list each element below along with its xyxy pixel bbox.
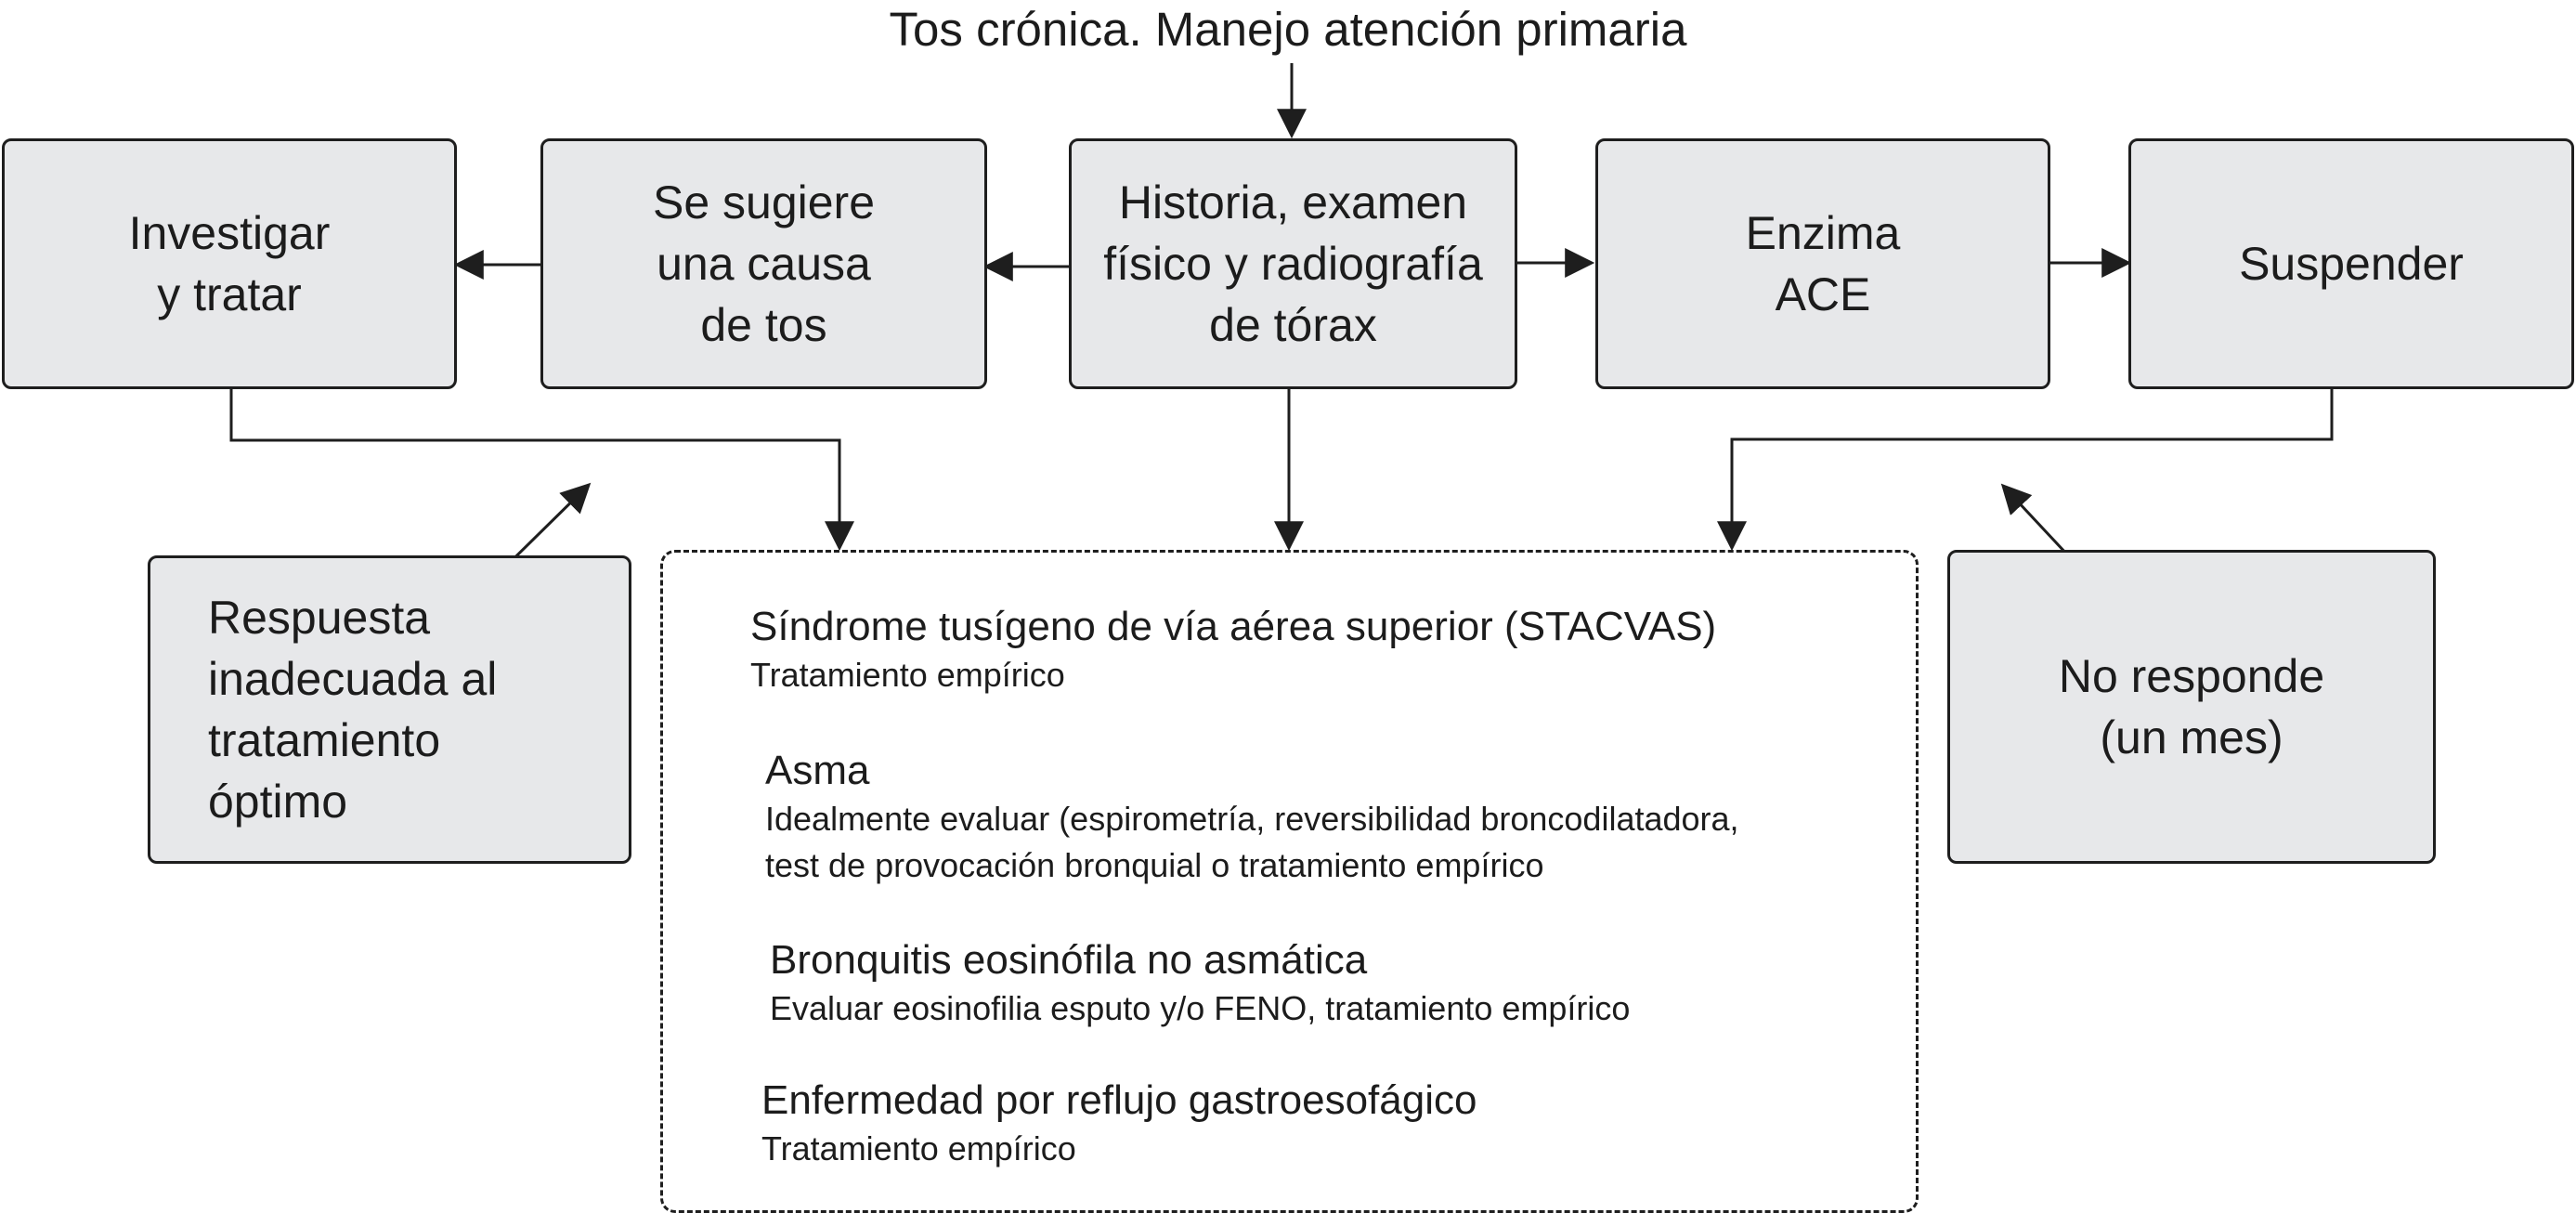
diagnosis-stacvas: Síndrome tusígeno de vía aérea superior …: [750, 602, 1716, 698]
arrow-suspender-to-diagnoses: [1717, 389, 2334, 552]
diagnoses-panel: [660, 550, 1919, 1213]
no-responde-label: No responde (un mes): [2058, 650, 2325, 763]
diagnosis-title: Asma: [765, 748, 870, 793]
respuesta-box: Respuesta inadecuada al tratamiento ópti…: [148, 555, 631, 864]
enzima-box: Enzima ACE: [1595, 138, 2050, 389]
diagram-title: Tos crónica. Manejo atención primaria: [889, 2, 1687, 56]
no-responde-box: No responde (un mes): [1947, 550, 2436, 864]
investigar-box: Investigar y tratar: [2, 138, 457, 389]
investigar-label: Investigar y tratar: [128, 207, 331, 320]
diagnosis-detail: Idealmente evaluar (espirometría, revers…: [765, 800, 1739, 884]
respuesta-label: Respuesta inadecuada al tratamiento ópti…: [208, 592, 498, 828]
suspender-label: Suspender: [2239, 238, 2464, 290]
historia-label: Historia, examen físico y radiografía de…: [1103, 176, 1483, 351]
causa-box: Se sugiere una causa de tos: [540, 138, 987, 389]
diagnosis-title: Bronquitis eosinófila no asmática: [770, 937, 1368, 983]
diagnosis-asma: Asma Idealmente evaluar (espirometría, r…: [765, 746, 1739, 889]
diagnosis-title: Enfermedad por reflujo gastroesofágico: [761, 1077, 1477, 1123]
diagnosis-reflujo: Enfermedad por reflujo gastroesofágico T…: [761, 1076, 1477, 1172]
enzima-label: Enzima ACE: [1745, 207, 1901, 320]
suspender-box: Suspender: [2128, 138, 2574, 389]
causa-label: Se sugiere una causa de tos: [652, 176, 876, 351]
diagnosis-detail: Tratamiento empírico: [750, 656, 1065, 694]
diagnosis-detail: Tratamiento empírico: [761, 1129, 1076, 1167]
diagnosis-title: Síndrome tusígeno de vía aérea superior …: [750, 604, 1717, 649]
arrow-investigar-to-diagnoses: [229, 389, 854, 552]
diagnosis-bronquitis: Bronquitis eosinófila no asmática Evalua…: [770, 935, 1630, 1032]
diagnosis-detail: Evaluar eosinofilia esputo y/o FENO, tra…: [770, 989, 1631, 1027]
historia-box: Historia, examen físico y radiografía de…: [1069, 138, 1517, 389]
